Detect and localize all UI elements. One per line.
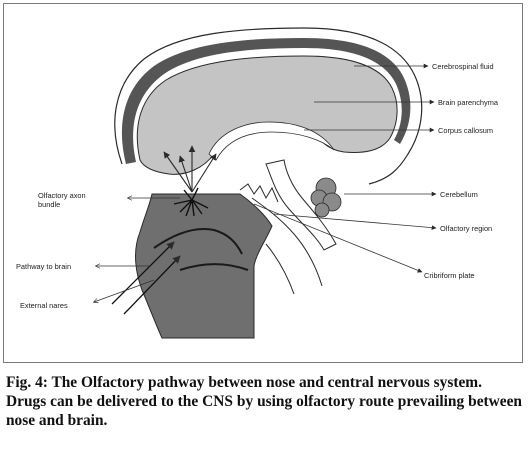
cerebellum-shape (310, 177, 342, 218)
nasal-cavity-shape (135, 193, 273, 339)
figure-frame: Cerebrospinal fluid Brain parenchyma Cor… (3, 3, 523, 363)
figure-caption: Fig. 4: The Olfactory pathway between no… (6, 373, 522, 430)
figure-description: Drugs can be delivered to the CNS by usi… (6, 393, 522, 429)
brain-parenchyma-shape (136, 55, 398, 175)
airflow-curve (153, 228, 249, 271)
label-external-nares: External nares (20, 301, 68, 310)
throat-outline (251, 197, 323, 295)
olfactory-axon-bundle (173, 187, 209, 217)
brain-entry-arrows (163, 145, 217, 193)
corpus-callosum-shape (208, 121, 335, 161)
brainstem-shape (265, 159, 337, 251)
label-cerebrospinal-fluid: Cerebrospinal fluid (432, 62, 494, 71)
figure-title: Fig. 4: The Olfactory pathway between no… (6, 374, 482, 391)
label-pathway-to-brain: Pathway to brain (16, 262, 71, 271)
label-cribriform-plate: Cribriform plate (424, 271, 475, 280)
pathway-arrows (111, 241, 181, 315)
label-corpus-callosum: Corpus callosum (438, 126, 493, 135)
leader-lines (94, 63, 437, 302)
cribriform-plate-shape (239, 183, 279, 203)
label-olfactory-axon-line2: bundle (38, 200, 60, 209)
label-brain-parenchyma: Brain parenchyma (438, 98, 499, 107)
label-cerebellum: Cerebellum (440, 190, 478, 199)
olfactory-pathway-diagram: Cerebrospinal fluid Brain parenchyma Cor… (16, 27, 499, 339)
label-olfactory-region: Olfactory region (440, 224, 492, 233)
label-olfactory-axon-line1: Olfactory axon (38, 191, 86, 200)
head-outline (114, 27, 423, 185)
